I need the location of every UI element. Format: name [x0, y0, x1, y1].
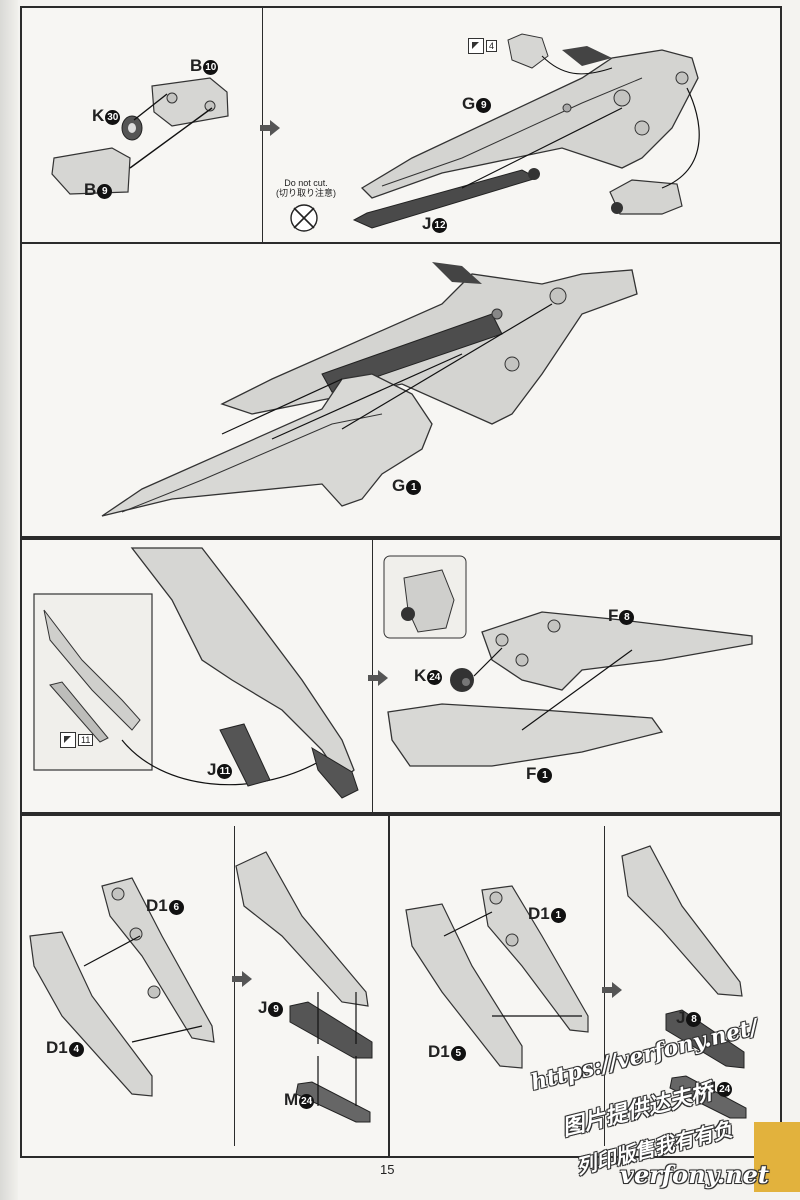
page-number: 15	[380, 1162, 395, 1177]
step-arrow-icon	[368, 670, 388, 686]
cut-icon	[60, 732, 76, 748]
reference-step-4: 4	[468, 38, 498, 54]
watermark-brand: verfony.net	[620, 1160, 769, 1189]
do-not-cut-note: Do not cut. (切り取り注意)	[276, 178, 336, 198]
step2-drawing	[101, 262, 638, 517]
step4-drawing	[29, 845, 747, 1123]
step1-drawing	[51, 33, 700, 232]
reference-step-11: 11	[60, 732, 94, 748]
step-arrow-icon	[602, 982, 622, 998]
page-edge	[0, 0, 18, 1200]
step4-divider-mid	[388, 816, 390, 1156]
cut-icon	[468, 38, 484, 54]
step3-drawing	[33, 547, 753, 799]
brand-ribbon	[754, 1122, 800, 1192]
step-arrow-icon	[260, 120, 280, 136]
step4-divider-c	[604, 826, 605, 1146]
step-arrow-icon	[232, 971, 252, 987]
step4-divider-a	[234, 826, 235, 1146]
